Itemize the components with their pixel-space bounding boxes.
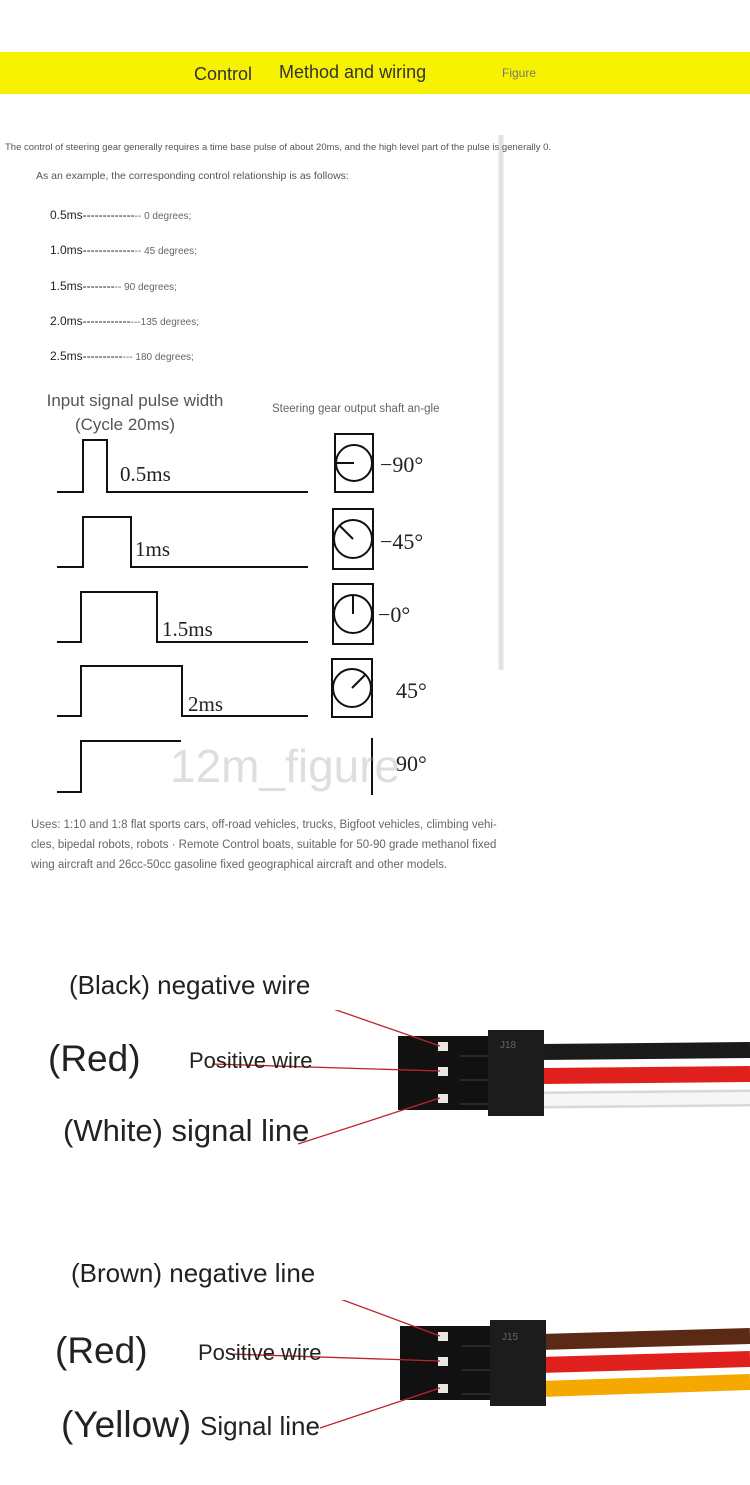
angle-label: 90° xyxy=(396,751,427,776)
wire-brown xyxy=(539,1328,750,1350)
label-brown-negative: (Brown) negative line xyxy=(71,1258,316,1288)
connector-pin xyxy=(438,1042,448,1051)
connector-label: J18 xyxy=(500,1040,517,1051)
mapping-deg: -- 0 degrees; xyxy=(134,211,192,222)
mapping-deg: --- 180 degrees; xyxy=(122,352,194,363)
connector-body xyxy=(490,1320,546,1406)
servo-horn-circle xyxy=(332,668,372,708)
label-signal: Signal line xyxy=(200,1411,320,1441)
connector-label: J15 xyxy=(502,1332,519,1343)
mapping-ms: 1.0ms------------- xyxy=(50,243,135,257)
banner-control: Control xyxy=(194,64,253,84)
cycle-label: (Cycle 20ms) xyxy=(74,415,176,434)
label-black-negative: (Black) negative wire xyxy=(69,970,311,1000)
label-white-signal: (White) signal line xyxy=(63,1113,310,1148)
label-red: (Red) xyxy=(48,1038,141,1079)
pulse-label: 2ms xyxy=(188,692,224,716)
wire-yellow xyxy=(539,1374,750,1397)
connector-pin xyxy=(438,1357,448,1366)
angle-label: −0° xyxy=(378,602,411,627)
connector-pin xyxy=(438,1067,448,1076)
label-red: (Red) xyxy=(55,1330,148,1371)
mapping-ms: 2.0ms------------ xyxy=(50,314,131,328)
connector-pin xyxy=(438,1384,448,1393)
uses-line-3: wing aircraft and 26cc-50cc gasoline fix… xyxy=(31,859,448,871)
wire-red xyxy=(539,1351,750,1373)
intro-line-1: The control of steering gear generally r… xyxy=(5,142,552,153)
leader-line xyxy=(211,1063,441,1072)
pulse-label: 1.5ms xyxy=(162,617,213,641)
leader-line xyxy=(297,1097,441,1145)
label-positive: Positive wire xyxy=(198,1340,322,1365)
servo-horn-circle xyxy=(333,519,373,559)
mapping-ms: 1.5ms-------- xyxy=(50,279,115,293)
pulse-waveform xyxy=(57,439,308,493)
mapping-row: 0.5ms--------------- 0 degrees; xyxy=(50,208,191,222)
label-yellow: (Yellow) xyxy=(61,1404,192,1445)
angle-label: −90° xyxy=(380,452,424,477)
mapping-row: 2.0ms---------------135 degrees; xyxy=(50,314,199,328)
mapping-row: 1.0ms--------------- 45 degrees; xyxy=(50,243,197,257)
uses-line-2: cles, bipedal robots, robots · Remote Co… xyxy=(31,839,497,851)
mapping-deg: -- 45 degrees; xyxy=(134,246,197,257)
servo-needle xyxy=(351,674,366,689)
label-positive: Positive wire xyxy=(189,1048,313,1073)
wiring-diagram-2 xyxy=(229,1300,750,1429)
banner-figure: Figure xyxy=(502,66,537,80)
mapping-row: 2.5ms------------- 180 degrees; xyxy=(50,349,194,363)
leader-line xyxy=(229,1353,441,1362)
leader-line xyxy=(319,1387,441,1429)
connector-pin xyxy=(438,1094,448,1103)
mapping-deg: ---135 degrees; xyxy=(130,317,200,328)
banner-method: Method and wiring xyxy=(279,62,427,82)
mapping-row: 1.5ms---------- 90 degrees; xyxy=(50,279,177,293)
leader-line xyxy=(341,1300,441,1337)
pulse-label: 1ms xyxy=(135,537,171,561)
watermark: 12m_figure xyxy=(170,740,401,792)
pulse-waveform xyxy=(57,665,308,717)
wiring-diagram-1 xyxy=(211,1010,750,1145)
wire-black xyxy=(539,1042,750,1060)
angle-label: −45° xyxy=(380,529,424,554)
mapping-ms: 2.5ms---------- xyxy=(50,349,123,363)
wire-white-core xyxy=(539,1092,750,1106)
document-edge-shadow xyxy=(498,135,504,670)
title-banner: Control Method and wiring Figure xyxy=(0,52,750,94)
connector-body xyxy=(488,1030,544,1116)
pulse-waveform xyxy=(57,591,308,643)
pulse-waveform xyxy=(57,516,308,568)
leader-line xyxy=(334,1010,441,1047)
uses-line-1: Uses: 1:10 and 1:8 flat sports cars, off… xyxy=(31,819,497,831)
pulse-diagram xyxy=(57,433,374,795)
intro-line-2: As an example, the corresponding control… xyxy=(36,170,349,182)
input-heading: Input signal pulse width xyxy=(46,391,224,410)
pulse-label: 0.5ms xyxy=(120,462,171,486)
pulse-waveform xyxy=(57,740,181,793)
wire-red xyxy=(539,1066,750,1084)
mapping-ms: 0.5ms------------- xyxy=(50,208,135,222)
connector-pin xyxy=(438,1332,448,1341)
mapping-deg: -- 90 degrees; xyxy=(114,282,177,293)
servo-needle xyxy=(339,525,354,540)
output-heading: Steering gear output shaft an-gle xyxy=(272,403,440,415)
angle-label: 45° xyxy=(396,678,427,703)
